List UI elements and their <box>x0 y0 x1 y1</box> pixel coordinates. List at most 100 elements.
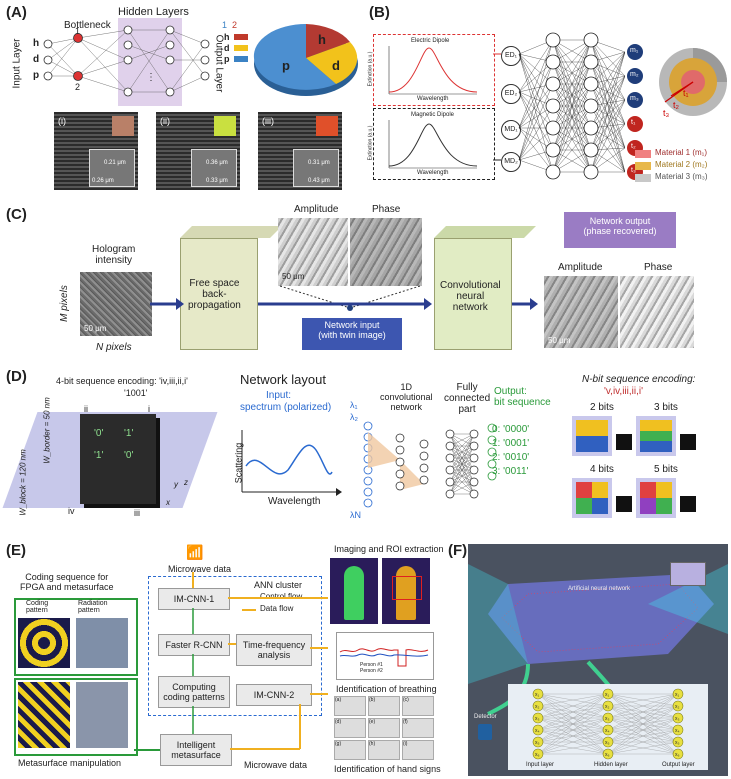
dense-edge <box>552 39 592 85</box>
main-flow-arrows <box>150 298 538 310</box>
panel-d-label: (D) <box>6 368 27 385</box>
lambda-2: λ₂ <box>350 412 358 422</box>
network-input-box <box>302 318 402 350</box>
ed-ylabel: Extinction (a.u.) <box>367 51 374 87</box>
conv-neuron <box>395 445 405 455</box>
input-node-p: p <box>33 70 40 81</box>
conv-neuron <box>395 457 405 467</box>
roman-iii: iii <box>134 508 140 518</box>
n-pixels-label: N pixels <box>96 342 132 353</box>
bits-5-tile-yellow <box>656 482 672 498</box>
bits-4-tile-yellow <box>592 482 608 498</box>
dense-edge <box>590 99 625 173</box>
hand-sign-h: (h) <box>368 740 400 760</box>
encoding-title: 4-bit sequence encoding: 'iv,iii,ii,i' <box>56 376 188 386</box>
nanostructure <box>80 414 156 504</box>
hand-sign-b: (b) <box>368 696 400 716</box>
fc-neuron <box>445 465 455 475</box>
fc-edge <box>449 433 475 495</box>
hand-sign-f: (f) <box>402 718 434 738</box>
coding-seq-title: Coding sequence for FPGA and metasurface <box>20 572 114 592</box>
sem-scale-2b: 0.33 μm <box>206 178 228 184</box>
dense-edge <box>518 39 554 129</box>
output-layer-f: Output layer <box>662 762 695 768</box>
dense-edge <box>590 75 625 173</box>
color-swatch-1 <box>112 116 134 136</box>
dense-edge <box>518 91 554 129</box>
bits-2-tile-yellow <box>576 420 608 436</box>
panel-c: (C) Hologram intensity 50 μm M pixels N … <box>0 196 731 360</box>
dense-edge <box>590 99 625 151</box>
dense-edge <box>518 53 554 107</box>
hidden-node <box>583 76 599 92</box>
phase-title: Phase <box>372 204 401 215</box>
input-node-d: d <box>33 54 40 65</box>
output-label-t3: t₃ <box>631 167 636 174</box>
ann-node-label: x₅ <box>675 740 680 746</box>
dense-edge <box>590 83 625 125</box>
network-input-label: Network input (with twin image) <box>318 320 386 340</box>
roman-ii: ii <box>84 404 88 414</box>
network-layout-title: Network layout <box>240 372 326 387</box>
hologram-image <box>80 272 152 336</box>
bits-2-thumb <box>614 432 634 452</box>
bits-3-tile-yellow <box>640 420 672 431</box>
silhouette-1 <box>344 566 364 620</box>
ann-edge <box>607 705 679 755</box>
ann-node-label: x₆ <box>605 752 610 758</box>
legend-2: 2 <box>232 20 238 30</box>
bottleneck-label: Bottleneck <box>64 20 111 31</box>
ann-node <box>602 736 614 748</box>
ann-node-label: x₁ <box>605 692 610 698</box>
dense-edge <box>518 127 554 173</box>
ann-edge <box>537 693 609 743</box>
fc-neuron <box>445 429 455 439</box>
ann-node <box>532 736 544 748</box>
ann-node-label: x₁ <box>535 692 540 698</box>
hidden-node <box>545 98 561 114</box>
dense-edge <box>518 105 554 161</box>
hidden-node <box>583 164 599 180</box>
ann-node-label: x₆ <box>675 752 680 758</box>
roman-iv: iv <box>68 506 75 516</box>
fc-edge <box>449 445 475 495</box>
bits-4-tile-red <box>576 482 592 498</box>
sem-scale-1b: 0.26 μm <box>92 178 114 184</box>
ann-edge <box>607 693 679 719</box>
sem-inset-2 <box>191 149 237 187</box>
conv-neuron <box>419 439 429 449</box>
fc-edge <box>449 481 475 495</box>
dense-edge <box>590 51 625 151</box>
output-node-t1 <box>627 116 643 132</box>
sem-scale-2a: 0.36 μm <box>206 160 228 166</box>
dense-edge <box>518 61 554 93</box>
microwave-data-top: Microwave data <box>168 564 232 574</box>
hand-sign-e: (e) <box>368 718 400 738</box>
ann-edge <box>607 717 679 755</box>
dense-edge <box>518 61 554 161</box>
input-scale: 50 μm <box>282 272 305 281</box>
dense-edge <box>518 83 554 129</box>
ann-node <box>532 700 544 712</box>
electric-dipole-title: Electric Dipole <box>411 38 450 44</box>
ann-edge <box>537 693 609 755</box>
tf-analysis-node: Time-frequency analysis <box>236 634 312 666</box>
dense-edge <box>590 127 625 173</box>
lambda-n: λN <box>350 510 361 520</box>
fc-neuron <box>469 465 479 475</box>
w-border-label: W_border = 50 nm <box>42 397 52 464</box>
hand-signs-label: Identification of hand signs <box>334 764 441 774</box>
free-space-label: Free space back- propagation <box>188 278 241 311</box>
roman-i: i <box>148 404 150 414</box>
sem-scale-1a: 0.21 μm <box>104 160 126 166</box>
material-1-swatch <box>635 150 651 158</box>
hidden-node <box>545 76 561 92</box>
hand-sign-c: (c) <box>402 696 434 716</box>
scattering-label: Scattering <box>233 442 244 484</box>
output-phase-image <box>620 276 694 348</box>
coding-box-1 <box>14 598 138 676</box>
hologram-scale: 50 μm <box>84 324 107 333</box>
hidden-node <box>545 142 561 158</box>
breathing-label: Identification of breathing <box>336 684 437 694</box>
